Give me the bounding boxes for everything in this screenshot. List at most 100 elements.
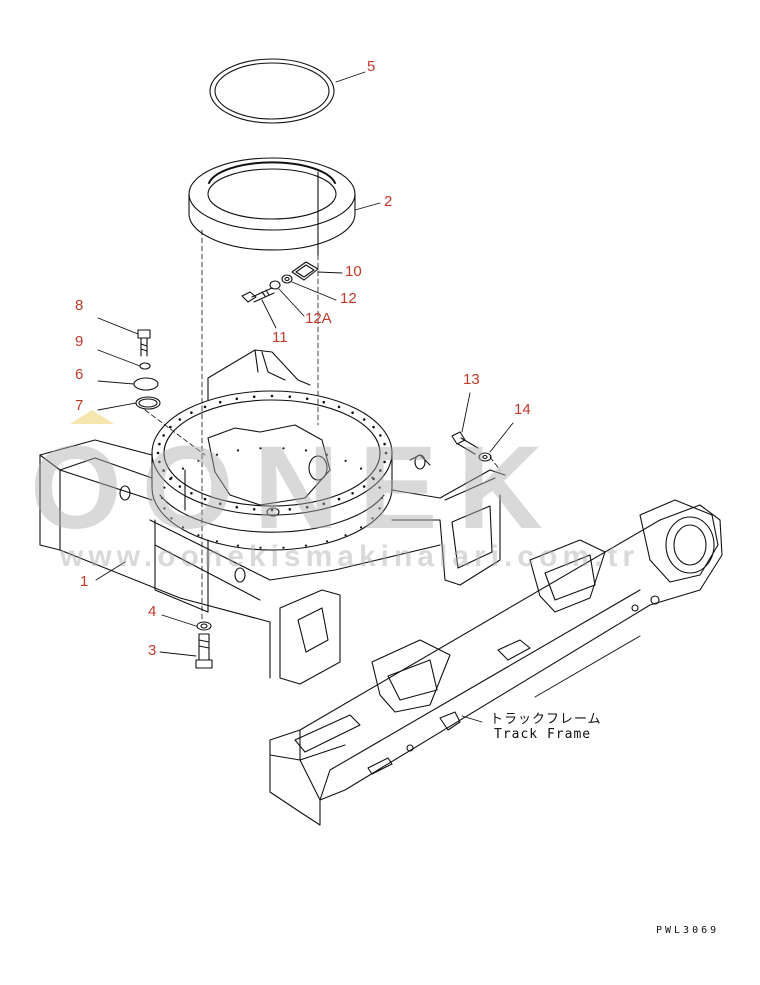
bolt-hole [215,540,219,543]
spacer-part-6 [133,377,159,391]
watermark-accent-shape [70,410,114,424]
bolt-hole [170,517,173,520]
bolt-hole [158,442,161,446]
bolt-hole [236,544,240,547]
bolt-hole [160,496,164,500]
bolt-hole [181,467,185,470]
callout-11: 11 [272,329,288,346]
washer-part-14 [478,452,492,462]
bolt-hole [156,451,160,455]
bolt-hole [322,502,326,506]
bolt-hole [359,467,363,470]
bolt-hole [359,526,363,529]
callout-10: 10 [345,263,362,280]
bolt-hole [304,544,308,547]
callout-9: 9 [75,333,84,350]
bolt-part-3 [195,633,213,669]
bolt-hole [163,486,166,489]
bolt-hole [197,459,200,462]
plate-part-10 [291,261,319,281]
bolt-hole [304,449,308,452]
washer-part-4 [196,621,212,631]
bolt-hole [379,469,382,472]
watermark-url: www.oonekismakinalari.com.tr [60,540,640,573]
bolt-hole [288,395,292,399]
lower-frame-part-1 [39,349,506,685]
o-ring-part-7 [135,396,161,410]
bolt-hole [305,505,309,509]
swing-bearing-race-part-2 [188,157,356,256]
callout-14: 14 [514,401,531,418]
bolt-hole [305,397,309,401]
track-frame-label-jp: トラックフレーム [490,712,602,727]
seal-ring-part-5 [209,58,335,124]
callout-8: 8 [75,297,84,314]
bolt-hole [322,400,326,404]
bolt-hole [344,534,347,537]
callout-2: 2 [384,193,393,210]
bolt-hole [178,485,182,488]
watermark-brand: OONEK [30,422,563,554]
washer-part-12 [281,274,293,284]
callout-4: 4 [148,603,157,620]
bolt-hole [372,425,375,429]
bolt-hole [236,449,240,452]
bolt-hole [380,496,384,500]
bolt-hole [235,397,239,401]
drawing-code: PWL3069 [656,925,720,936]
bolt-hole [190,492,193,495]
bolt-hole [170,476,173,479]
bolt-hole [252,395,256,399]
bolt-hole [215,453,219,456]
bolt-hole [378,486,381,489]
bolt-hole [383,460,386,464]
bolt-holes [156,394,388,549]
bolt-hole [203,405,207,409]
bolt-hole [169,425,172,429]
callout-6: 6 [75,366,84,383]
bolt-hole [325,540,329,543]
bolt-part-11 [241,287,275,303]
bolt-hole [282,546,285,549]
bolt-hole [178,418,182,421]
callout-12a: 12A [305,310,332,327]
bolt-hole [383,442,386,446]
bolt-hole [235,505,239,509]
bolt-hole [270,508,274,512]
callout-3: 3 [148,642,157,659]
bolt-hole [362,418,366,421]
callout-7: 7 [75,397,84,414]
bolt-hole [190,411,193,415]
bolt-hole [344,459,347,462]
track-frame-label-en: Track Frame [494,727,592,742]
bolt-hole [158,460,161,464]
assembly-lines [144,229,501,621]
callout-12: 12 [340,290,357,307]
bolt-hole [181,526,185,529]
bolt-part-8 [137,329,151,357]
bolt-hole [371,517,374,520]
bolt-hole [259,447,262,450]
bolt-hole [252,508,256,511]
bolt-hole [163,507,166,510]
bolt-hole [378,507,381,510]
bolt-hole [325,453,329,456]
bolt-hole [259,546,262,549]
bolt-hole [288,508,292,511]
bolt-hole [162,434,165,437]
bolt-hole [371,476,374,479]
bolt-hole [218,400,222,404]
callout-5: 5 [367,58,376,75]
bolt-hole [282,447,285,450]
callout-13: 13 [463,371,480,388]
bolt-hole [337,497,341,501]
bolt-hole [351,492,354,495]
bolt-hole [351,411,354,415]
bolt-hole [270,394,274,398]
track-frame [269,499,723,826]
bolt-part-13 [451,431,479,455]
bolt-hole [362,485,366,488]
bolt-hole [203,497,207,501]
